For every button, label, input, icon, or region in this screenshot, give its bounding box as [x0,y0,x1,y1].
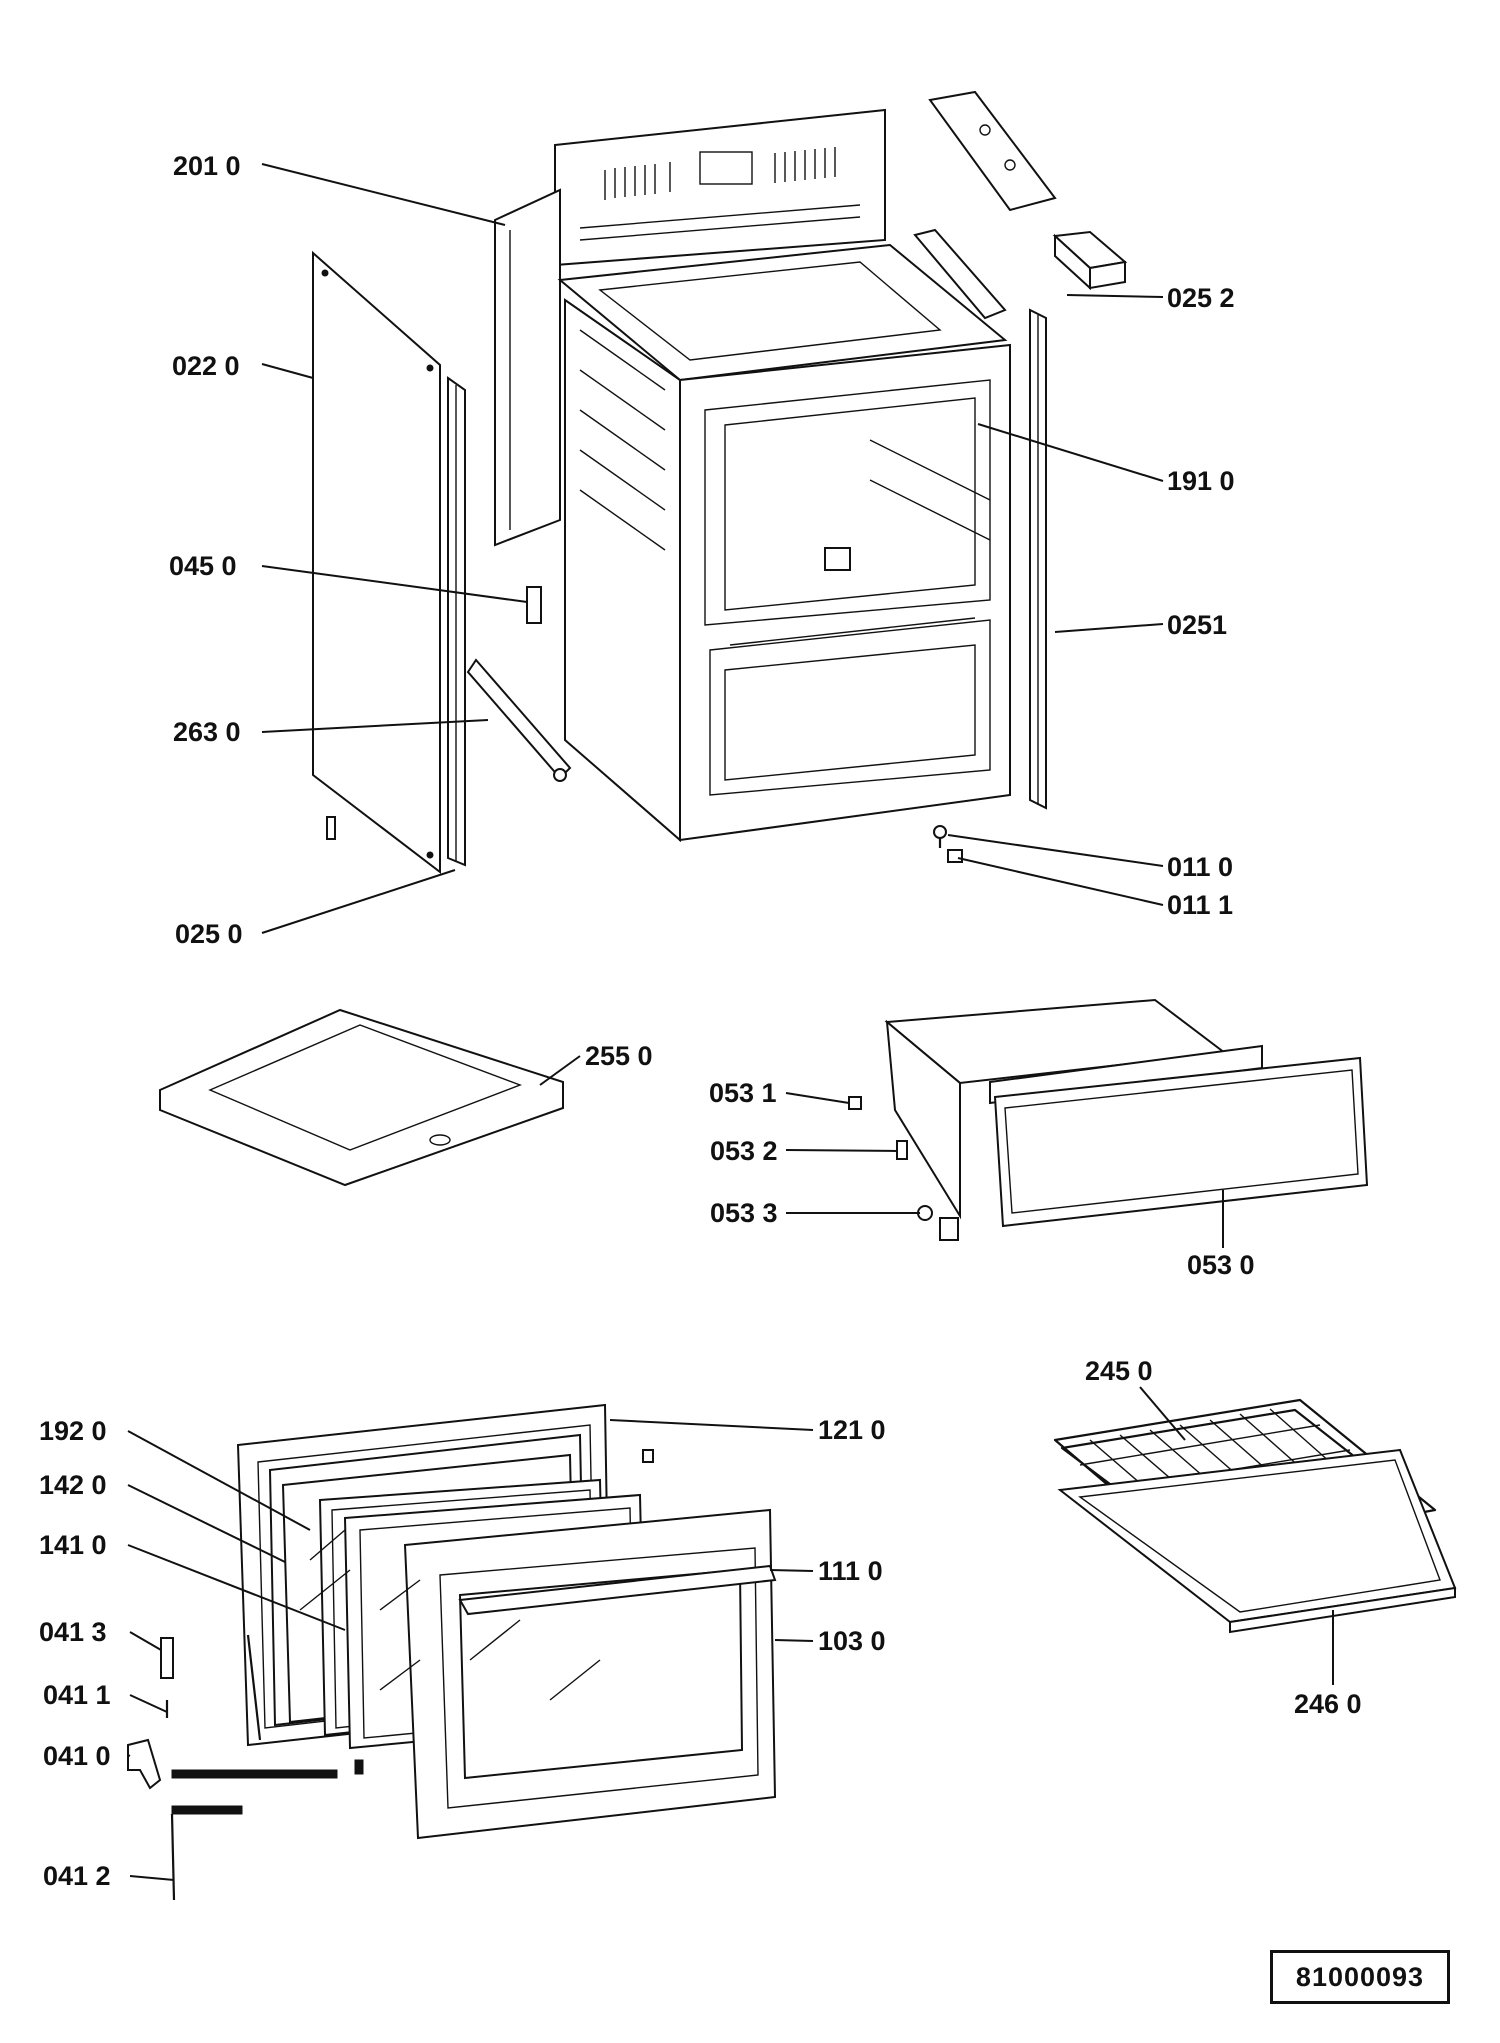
label-053-0: 053 0 [1187,1250,1255,1280]
label-0251: 0251 [1167,610,1227,640]
oven-top-plate [557,243,1008,382]
drawer-part-0532 [896,1140,908,1160]
drawer-part-0531 [848,1096,862,1110]
label-022-0: 022 0 [172,351,240,381]
label-246-0: 246 0 [1294,1689,1362,1719]
runner-rail-263 [466,658,572,782]
top-rail-strip [913,228,1007,320]
label-041-0: 041 0 [43,1741,111,1771]
part-labels: 201 0 022 0 045 0 263 0 025 0 025 2 191 … [39,151,1362,1891]
label-041-1: 041 1 [43,1680,111,1710]
baking-tray-246 [1057,1448,1457,1634]
screw-0110 [933,825,947,848]
document-number-box: 81000093 [1270,1950,1450,2004]
label-201-0: 201 0 [173,151,241,181]
label-025-2: 025 2 [1167,283,1235,313]
label-121-0: 121 0 [818,1415,886,1445]
label-192-0: 192 0 [39,1416,107,1446]
side-trim-left [447,376,466,867]
label-025-0: 025 0 [175,919,243,949]
label-111-0: 111 0 [818,1556,883,1586]
drawer-part-0533 [917,1205,959,1241]
label-053-1: 053 1 [709,1078,777,1108]
label-263-0: 263 0 [173,717,241,747]
oven-back-panel [554,108,886,267]
label-103-0: 103 0 [818,1626,886,1656]
label-142-0: 142 0 [39,1470,107,1500]
label-011-1: 011 1 [1167,890,1233,920]
side-panel-left [312,250,441,875]
hinge-parts-041 [127,1637,364,1901]
oven-cavity [564,298,1011,843]
cover-block-0252 [1052,230,1128,291]
label-141-0: 141 0 [39,1530,107,1560]
bottom-plate-255 [159,1008,564,1187]
top-trim-bracket [928,90,1057,212]
leader-lines [127,163,1334,1881]
side-trim-right [1029,308,1047,810]
hinge-bracket-045 [526,586,542,624]
label-053-3: 053 3 [710,1198,778,1228]
label-041-3: 041 3 [39,1617,107,1647]
nut-0111 [947,849,963,863]
label-041-2: 041 2 [43,1861,111,1891]
label-045-0: 045 0 [169,551,237,581]
label-255-0: 255 0 [585,1041,653,1071]
small-clip-left [326,816,336,840]
oven-door-assembly [236,1403,777,1840]
label-053-2: 053 2 [710,1136,778,1166]
label-245-0: 245 0 [1085,1356,1153,1386]
label-191-0: 191 0 [1167,466,1235,496]
storage-drawer-053 [884,998,1369,1228]
oven-rear-side-frame [494,188,561,547]
label-011-0: 011 0 [1167,852,1233,882]
